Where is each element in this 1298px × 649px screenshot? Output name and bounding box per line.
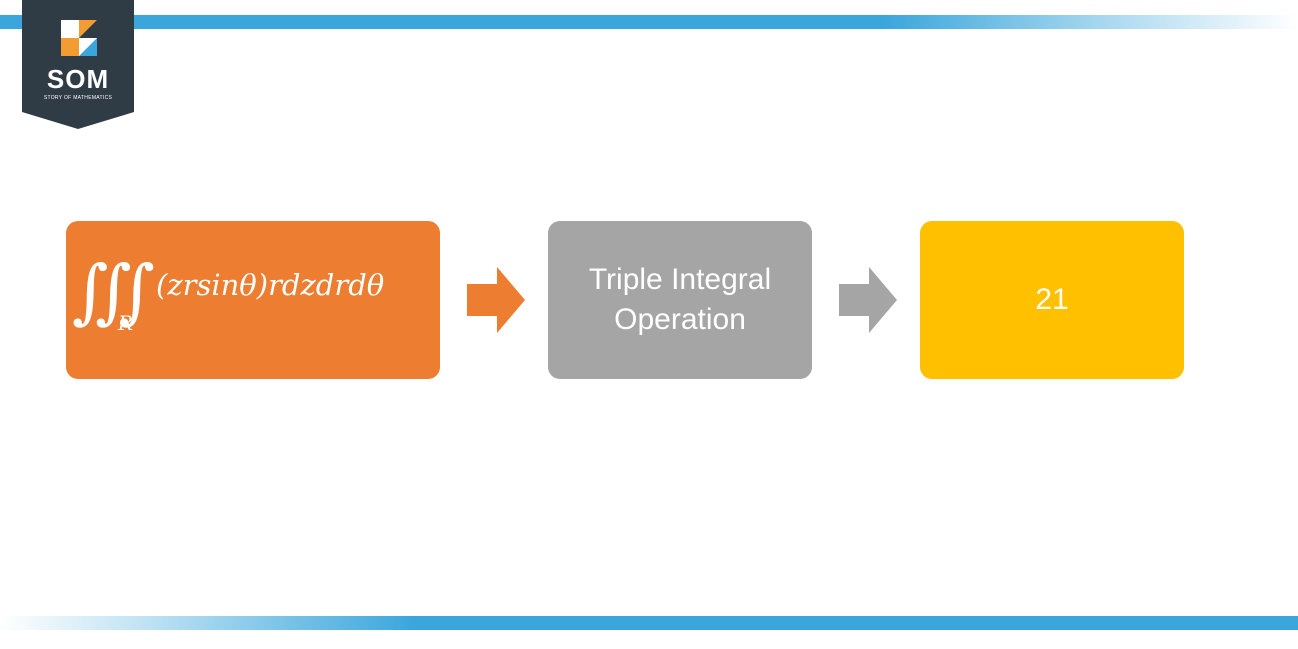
triple-integral-formula: ∭ R (zrsinθ)rdzdrdθ	[66, 221, 440, 379]
integrand-expression: (zrsinθ)rdzdrdθ	[156, 268, 385, 302]
result-box: 21	[920, 221, 1184, 379]
operation-label: Triple Integral Operation	[565, 260, 795, 340]
input-expression-box: ∭ R (zrsinθ)rdzdrdθ	[66, 221, 440, 379]
operation-label-line-1: Triple Integral	[588, 263, 772, 296]
top-decorative-band	[0, 15, 1298, 29]
integration-region: R	[118, 311, 134, 335]
operation-box: Triple Integral Operation	[548, 221, 812, 379]
gray-right-arrow-icon	[839, 267, 897, 333]
logo-tagline: STORY OF MATHEMATICS	[43, 95, 113, 101]
som-logo: SOM STORY OF MATHEMATICS	[22, 0, 134, 129]
result-value: 21	[1035, 283, 1069, 316]
bottom-decorative-band	[0, 616, 1298, 630]
logo-wordmark: SOM	[46, 64, 110, 94]
orange-right-arrow-icon	[467, 267, 525, 333]
operation-label-line-2: Operation	[614, 303, 746, 336]
logo-badge-icon	[22, 0, 134, 129]
